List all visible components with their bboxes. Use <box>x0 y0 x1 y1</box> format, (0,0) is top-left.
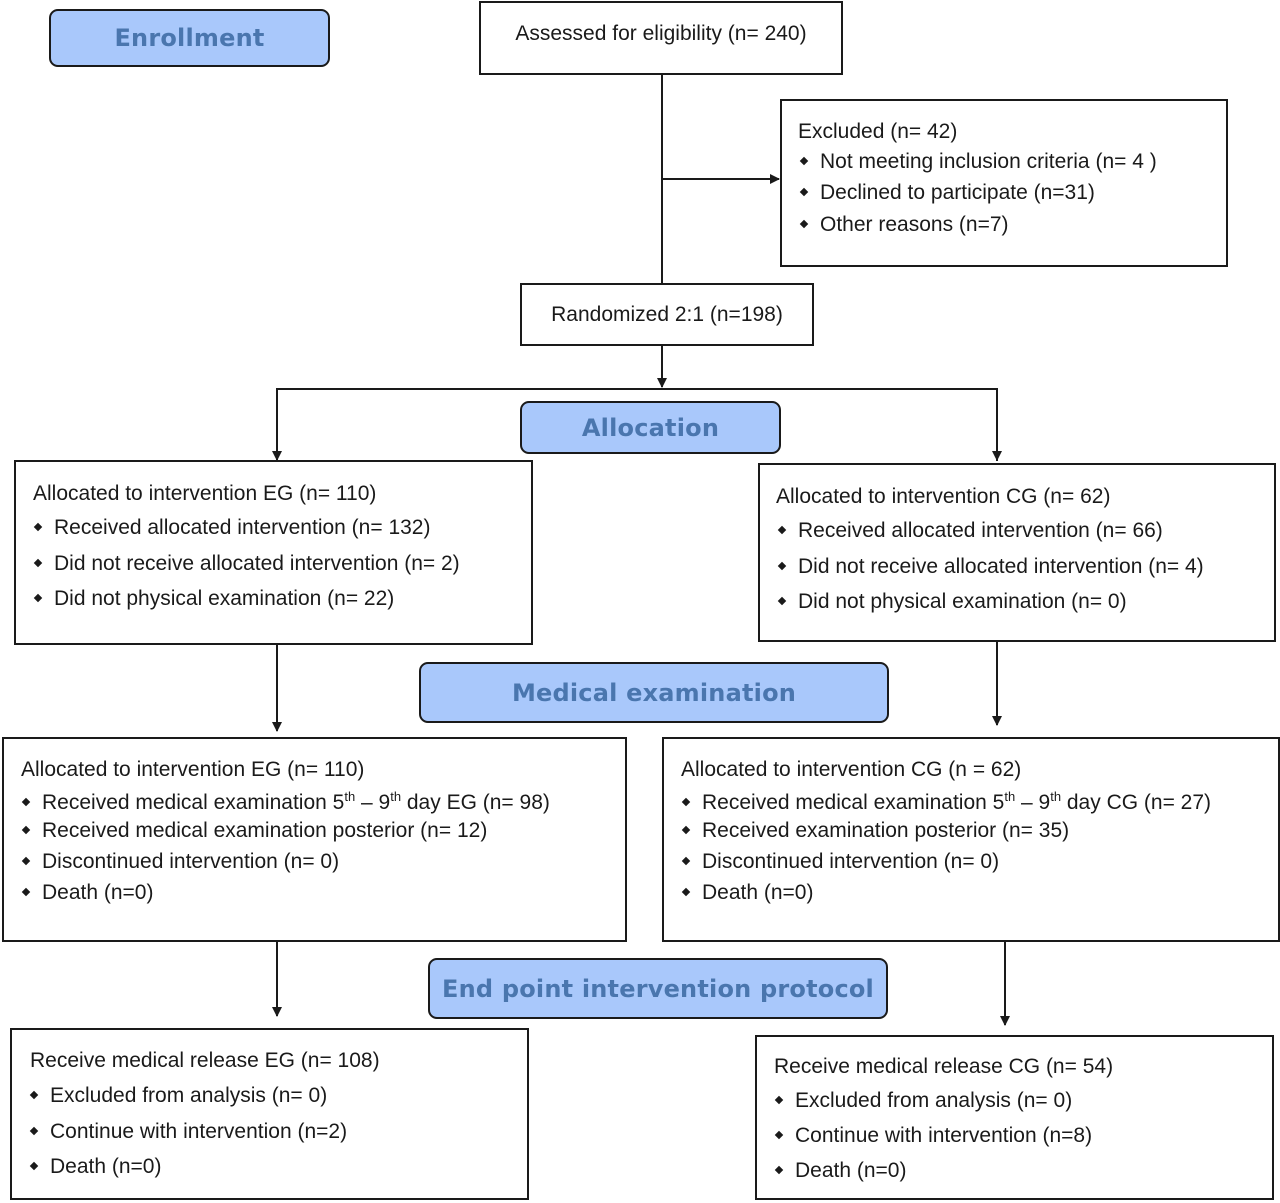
medical-cg-title: Allocated to intervention CG (n = 62) <box>681 758 1022 781</box>
list-item: Continue with intervention (n=8) <box>775 1124 1092 1148</box>
list-item: Death (n=0) <box>775 1159 906 1183</box>
medical-eg-box: Allocated to intervention EG (n= 110) Re… <box>2 737 627 942</box>
list-item: Declined to participate (n=31) <box>800 181 1095 205</box>
diamond-bullet-icon <box>682 826 691 835</box>
stage-end-point: End point intervention protocol <box>428 958 888 1019</box>
list-item: Not meeting inclusion criteria (n= 4 ) <box>800 150 1157 174</box>
list-item: Continue with intervention (n=2) <box>30 1120 347 1144</box>
release-eg-title: Receive medical release EG (n= 108) <box>30 1049 380 1072</box>
list-item: Death (n=0) <box>682 881 813 905</box>
stage-enrollment: Enrollment <box>49 9 330 67</box>
randomized-text: Randomized 2:1 (n=198) <box>551 302 783 326</box>
diamond-bullet-icon <box>34 523 43 532</box>
list-item: Discontinued intervention (n= 0) <box>682 850 999 874</box>
release-cg-title: Receive medical release CG (n= 54) <box>774 1055 1114 1078</box>
list-item: Death (n=0) <box>30 1155 161 1179</box>
assessed-text: Assessed for eligibility (n= 240) <box>515 22 807 45</box>
list-item: Discontinued intervention (n= 0) <box>22 850 339 874</box>
allocation-eg-box: Allocated to intervention EG (n= 110) Re… <box>14 460 533 645</box>
list-item: Death (n=0) <box>22 881 153 905</box>
list-item: Received examination posterior (n= 35) <box>682 819 1069 843</box>
randomized-box: Randomized 2:1 (n=198) <box>520 283 814 346</box>
diamond-bullet-icon <box>22 857 31 866</box>
list-item: Excluded from analysis (n= 0) <box>30 1084 327 1108</box>
list-item: Did not physical examination (n= 22) <box>34 587 394 611</box>
medical-eg-title: Allocated to intervention EG (n= 110) <box>21 758 365 781</box>
list-item: Received allocated intervention (n= 66) <box>778 519 1163 543</box>
diamond-bullet-icon <box>800 157 809 166</box>
excluded-box: Excluded (n= 42) Not meeting inclusion c… <box>780 99 1228 267</box>
assessed-box: Assessed for eligibility (n= 240) <box>479 1 843 75</box>
list-item: Received allocated intervention (n= 132) <box>34 516 430 540</box>
stage-medical-examination: Medical examination <box>419 662 889 723</box>
diamond-bullet-icon <box>30 1091 39 1100</box>
list-item: Received medical examination posterior (… <box>22 819 487 843</box>
diamond-bullet-icon <box>22 888 31 897</box>
list-item: Other reasons (n=7) <box>800 213 1009 237</box>
diamond-bullet-icon <box>30 1127 39 1136</box>
list-item: Did not receive allocated intervention (… <box>778 555 1204 579</box>
diamond-bullet-icon <box>34 594 43 603</box>
diamond-bullet-icon <box>775 1131 784 1140</box>
release-cg-box: Receive medical release CG (n= 54) Exclu… <box>755 1035 1274 1200</box>
diamond-bullet-icon <box>778 526 787 535</box>
diamond-bullet-icon <box>22 798 31 807</box>
list-item: Did not receive allocated intervention (… <box>34 552 460 576</box>
medical-cg-box: Allocated to intervention CG (n = 62) Re… <box>662 737 1280 942</box>
allocation-eg-title: Allocated to intervention EG (n= 110) <box>33 482 377 505</box>
diamond-bullet-icon <box>778 562 787 571</box>
diamond-bullet-icon <box>775 1096 784 1105</box>
diamond-bullet-icon <box>800 188 809 197</box>
list-item: Received medical examination 5th – 9th d… <box>22 789 550 815</box>
allocation-cg-title: Allocated to intervention CG (n= 62) <box>776 485 1111 508</box>
diamond-bullet-icon <box>778 597 787 606</box>
allocation-cg-box: Allocated to intervention CG (n= 62) Rec… <box>758 463 1276 642</box>
diamond-bullet-icon <box>34 559 43 568</box>
diamond-bullet-icon <box>682 857 691 866</box>
stage-allocation: Allocation <box>520 401 781 454</box>
list-item: Excluded from analysis (n= 0) <box>775 1089 1072 1113</box>
branch-line <box>276 388 998 461</box>
excluded-title: Excluded (n= 42) <box>798 120 958 143</box>
diamond-bullet-icon <box>30 1162 39 1171</box>
diamond-bullet-icon <box>22 826 31 835</box>
diamond-bullet-icon <box>800 220 809 229</box>
diamond-bullet-icon <box>682 888 691 897</box>
list-item: Did not physical examination (n= 0) <box>778 590 1127 614</box>
diamond-bullet-icon <box>775 1166 784 1175</box>
diamond-bullet-icon <box>682 798 691 807</box>
release-eg-box: Receive medical release EG (n= 108) Excl… <box>10 1028 529 1200</box>
list-item: Received medical examination 5th – 9th d… <box>682 789 1211 815</box>
